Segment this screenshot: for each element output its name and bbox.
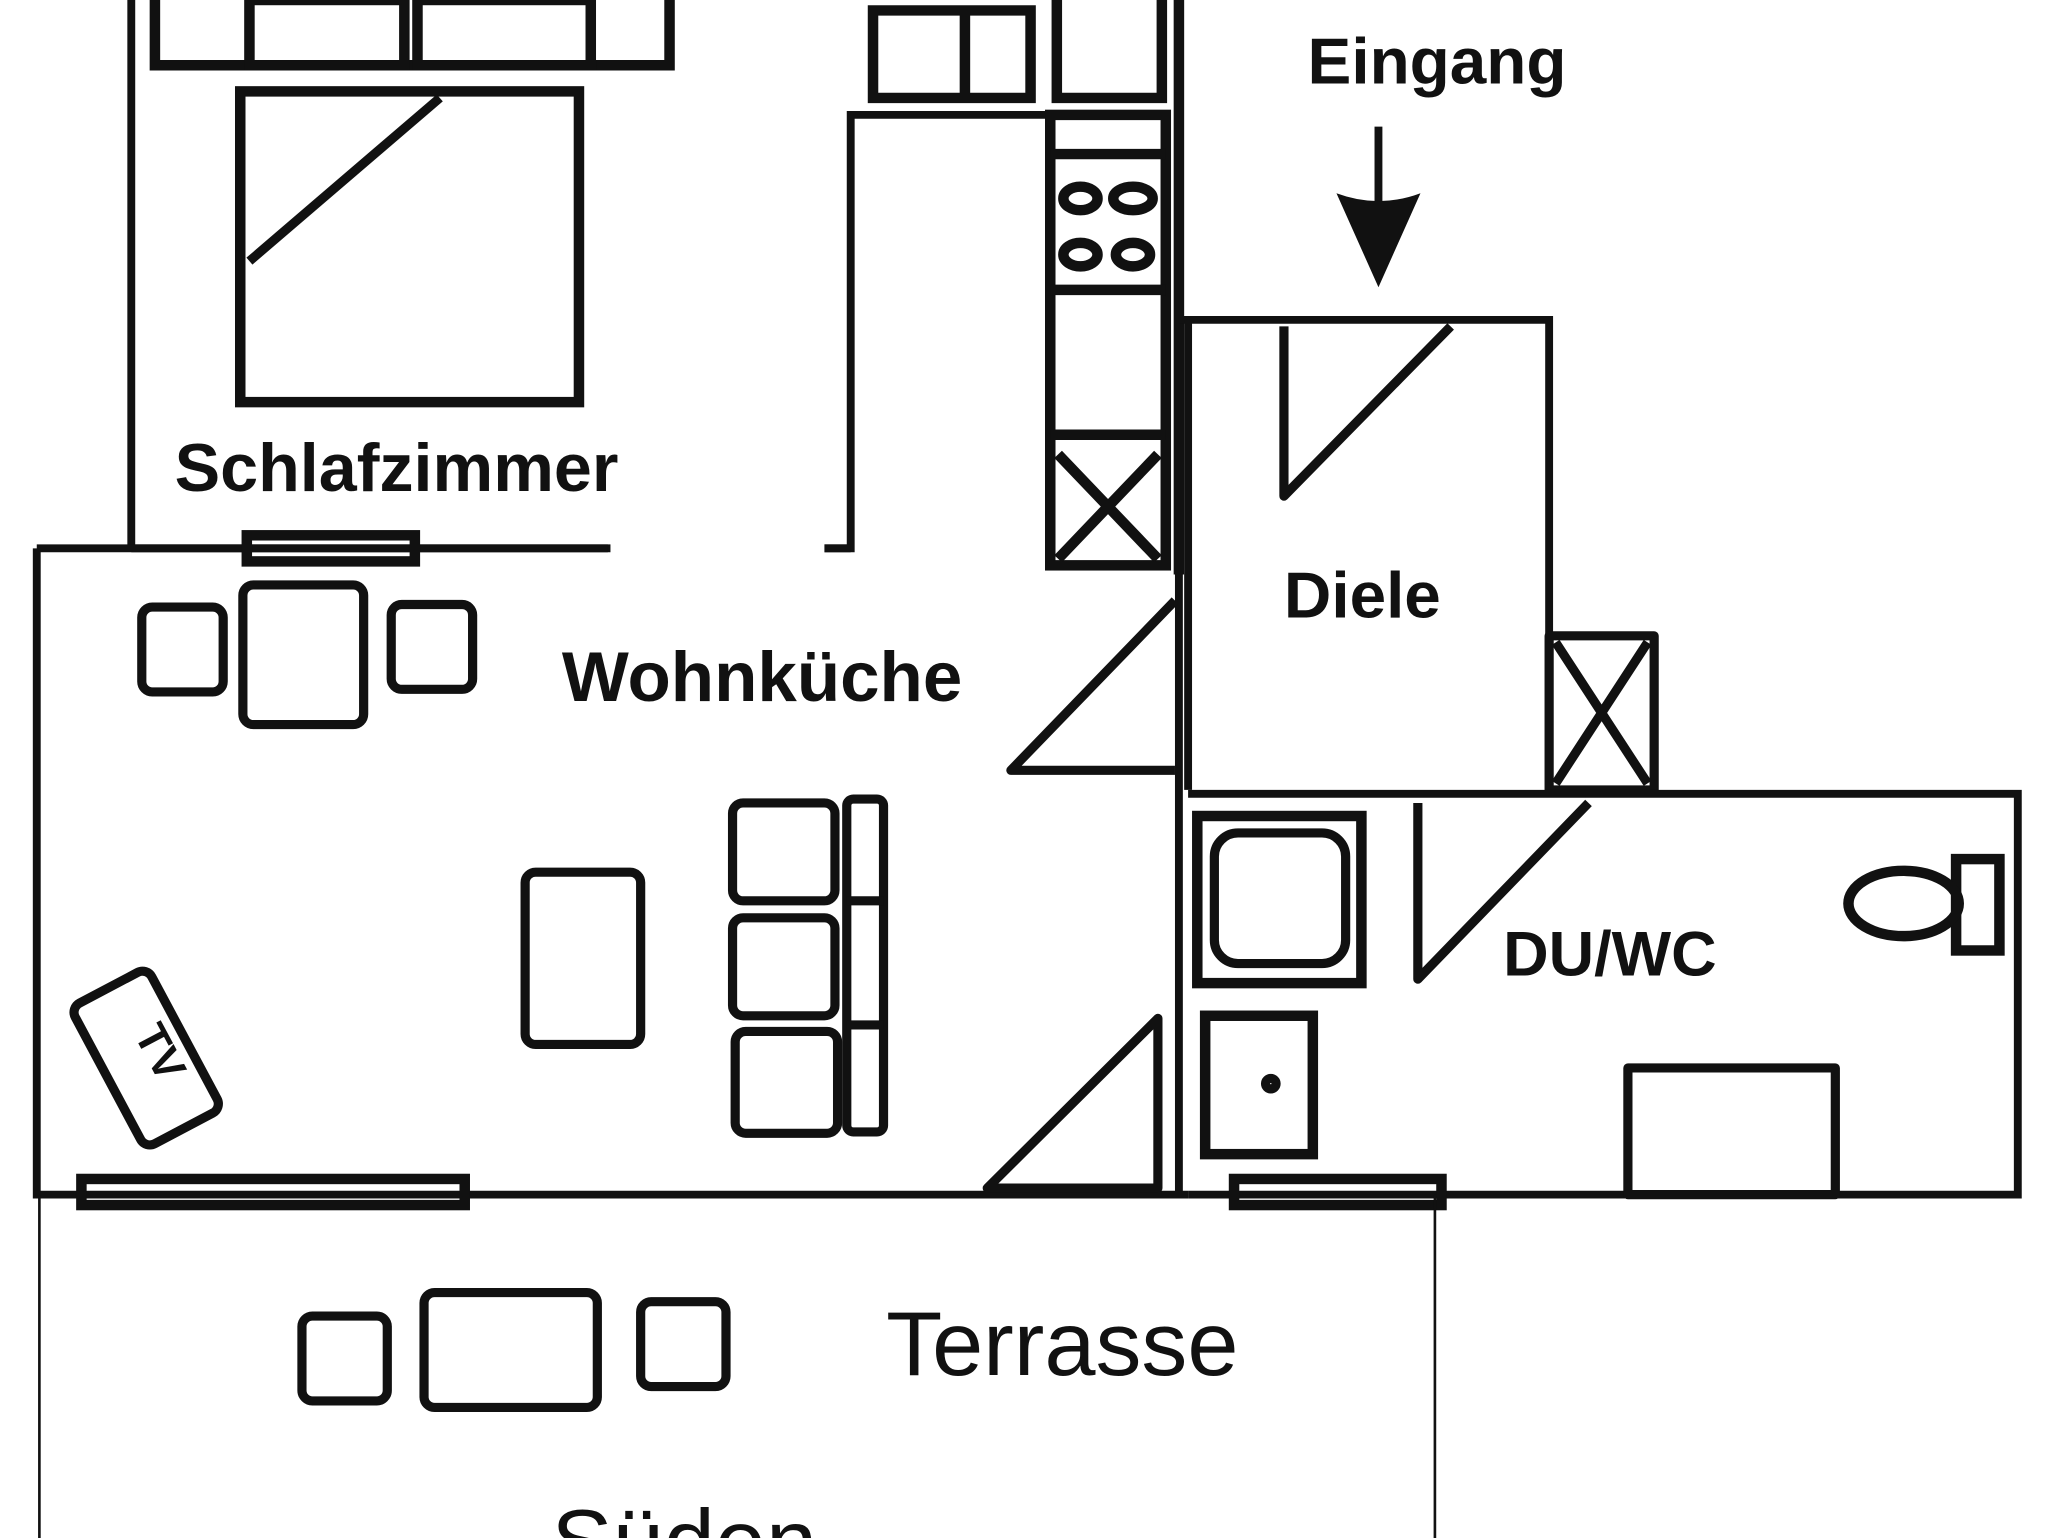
tv-label: TV	[125, 1016, 195, 1089]
arrow-down-icon	[1336, 193, 1421, 288]
orientation-label-south: Süden	[551, 1491, 817, 1538]
room-label-bathroom: DU/WC	[1503, 919, 1716, 989]
living-kitchen: TV Wohnküche	[32, 530, 1189, 1211]
bathroom: DU/WC	[1188, 789, 2022, 1211]
fridge-icon	[1054, 450, 1162, 563]
double-bed	[234, 86, 585, 408]
terrace: Terrasse Süden	[38, 1194, 1437, 1538]
kitchen-counter	[867, 0, 1185, 575]
room-label-bedroom: Schlafzimmer	[175, 430, 619, 506]
stove-icon	[1058, 181, 1158, 272]
hall: Diele	[1178, 315, 1659, 795]
sofa	[727, 794, 889, 1138]
room-label-entrance: Eingang	[1308, 25, 1567, 98]
sink	[1199, 1010, 1319, 1160]
room-label-living-kitchen: Wohnküche	[562, 637, 962, 716]
room-label-hall: Diele	[1284, 559, 1441, 632]
entrance: Eingang	[1308, 25, 1567, 288]
shower	[1192, 810, 1367, 989]
toilet	[1843, 853, 2005, 956]
room-label-terrace: Terrasse	[886, 1293, 1238, 1395]
bedroom: Schlafzimmer	[127, 0, 1051, 553]
coffee-table	[520, 867, 646, 1050]
tv: TV	[69, 966, 223, 1150]
